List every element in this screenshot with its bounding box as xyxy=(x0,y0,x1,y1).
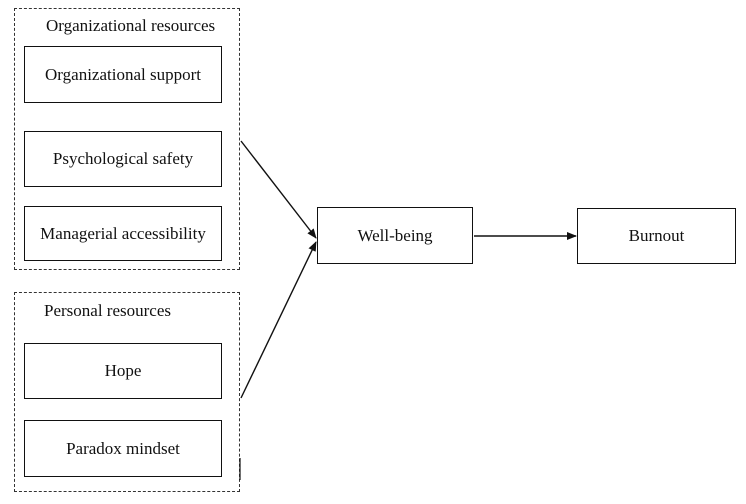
burnout-box: Burnout xyxy=(577,208,736,264)
paradox-mindset-box: Paradox mindset xyxy=(24,420,222,477)
hope-box: Hope xyxy=(24,343,222,399)
organizational-support-label: Organizational support xyxy=(45,64,201,84)
hope-label: Hope xyxy=(104,361,142,380)
personal-resources-group xyxy=(14,292,240,492)
organizational-resources-title: Organizational resources xyxy=(46,16,216,35)
well-being-label: Well-being xyxy=(357,225,433,245)
organizational-resources-group xyxy=(14,8,240,270)
personal-resources-title: Personal resources xyxy=(44,301,171,320)
psychological-safety-box: Psychological safety xyxy=(24,131,222,187)
managerial-accessibility-box: Managerial accessibility xyxy=(24,206,222,261)
paradox-mindset-label: Paradox mindset xyxy=(66,438,180,458)
personal-to-wellbeing-arrow xyxy=(240,241,317,399)
managerial-accessibility-label: Managerial accessibility xyxy=(40,223,206,243)
organizational-support-box: Organizational support xyxy=(24,46,222,103)
org-to-wellbeing-arrow xyxy=(240,140,317,239)
psychological-safety-label: Psychological safety xyxy=(52,149,194,168)
burnout-label: Burnout xyxy=(628,226,685,245)
well-being-box: Well-being xyxy=(317,207,473,264)
